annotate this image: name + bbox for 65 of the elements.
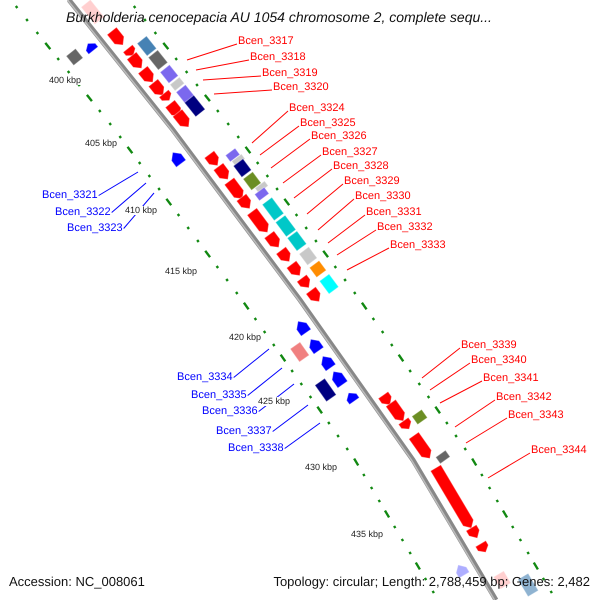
gene-label: Bcen_3324 bbox=[289, 103, 345, 114]
leader-line bbox=[488, 452, 530, 478]
genome-summary-text: Topology: circular; Length: 2,788,459 bp; Genes: 2,482 bbox=[273, 575, 590, 588]
gene-label: Bcen_3343 bbox=[508, 410, 564, 421]
gene-label: Bcen_3337 bbox=[216, 426, 272, 437]
leader-line bbox=[202, 76, 262, 80]
chart-title: Burkholderia cenocepacia AU 1054 chromosome 2, complete sequ... bbox=[66, 10, 492, 24]
scale-tick-label: 435 kbp bbox=[350, 530, 384, 539]
scale-tick-label: 400 kbp bbox=[48, 76, 82, 85]
leader-line bbox=[328, 214, 366, 244]
scale-tick-label: 420 kbp bbox=[228, 333, 262, 342]
gene-label: Bcen_3321 bbox=[42, 190, 98, 201]
leader-line bbox=[214, 90, 272, 94]
gene-label: Bcen_3328 bbox=[333, 161, 389, 172]
leader-line bbox=[346, 248, 390, 270]
gene-label: Bcen_3339 bbox=[461, 340, 517, 351]
leader-line bbox=[306, 184, 344, 214]
leader-line bbox=[440, 380, 482, 404]
scale-tick-label: 410 kbp bbox=[124, 206, 158, 215]
gene-label: Bcen_3332 bbox=[377, 222, 433, 233]
leader-line bbox=[260, 126, 300, 156]
gene-label: Bcen_3341 bbox=[483, 373, 539, 384]
scale-tick-label: 430 kbp bbox=[304, 463, 338, 472]
accession-text: Accession: NC_008061 bbox=[9, 575, 145, 588]
gene-label: Bcen_3334 bbox=[177, 372, 233, 383]
gene-label: Bcen_3317 bbox=[238, 36, 294, 47]
scale-tick-label: 405 kbp bbox=[84, 139, 118, 148]
leader-line bbox=[233, 348, 270, 378]
scale-tick-label: 415 kbp bbox=[164, 267, 198, 276]
leader-line bbox=[466, 418, 508, 444]
gene-label: Bcen_3327 bbox=[322, 147, 378, 158]
leader-line bbox=[454, 400, 496, 428]
leader-line bbox=[430, 362, 470, 390]
leader-line bbox=[186, 44, 238, 60]
gene-label: Bcen_3338 bbox=[228, 443, 284, 454]
gene-label: Bcen_3319 bbox=[262, 68, 318, 79]
gene-label: Bcen_3340 bbox=[471, 355, 527, 366]
gene-label: Bcen_3323 bbox=[67, 223, 123, 234]
leader-line bbox=[270, 138, 310, 168]
leader-line bbox=[294, 168, 332, 198]
gene-label: Bcen_3325 bbox=[300, 118, 356, 129]
gene-label: Bcen_3329 bbox=[344, 176, 400, 187]
leader-line bbox=[196, 60, 250, 70]
gene-label: Bcen_3342 bbox=[496, 392, 552, 403]
scale-tick-label: 425 kbp bbox=[257, 397, 292, 406]
leader-line bbox=[252, 110, 288, 144]
leader-line bbox=[247, 368, 282, 396]
gene-label: Bcen_3326 bbox=[311, 131, 367, 142]
leader-line bbox=[282, 154, 322, 184]
leader-line bbox=[272, 404, 308, 432]
gene-label: Bcen_3335 bbox=[191, 390, 247, 401]
leader-line bbox=[336, 230, 376, 256]
gene-label: Bcen_3336 bbox=[202, 406, 258, 417]
gene-label: Bcen_3322 bbox=[55, 207, 111, 218]
leader-line bbox=[318, 198, 354, 230]
leader-line bbox=[98, 172, 138, 196]
leader-line bbox=[284, 422, 320, 449]
gene-label: Bcen_3320 bbox=[273, 82, 329, 93]
gene-label: Bcen_3331 bbox=[366, 207, 422, 218]
gene-label: Bcen_3330 bbox=[355, 191, 411, 202]
leader-line bbox=[111, 182, 146, 213]
gene-label: Bcen_3344 bbox=[531, 445, 587, 456]
leader-line bbox=[422, 348, 460, 378]
gene-label: Bcen_3318 bbox=[250, 52, 306, 63]
gene-label: Bcen_3333 bbox=[390, 240, 446, 251]
